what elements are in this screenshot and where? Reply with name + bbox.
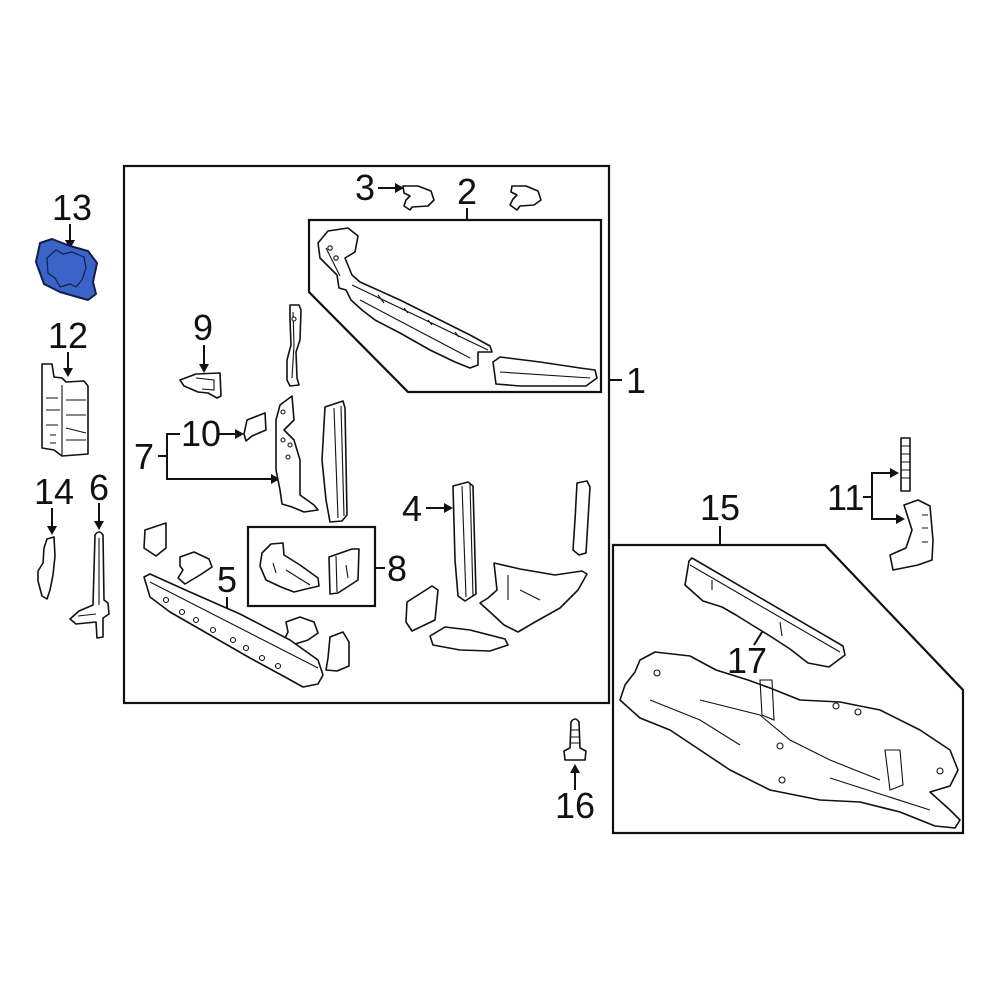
callout-8: 8	[387, 548, 407, 589]
group-box-1	[122, 164, 611, 705]
part-14[interactable]	[37, 536, 56, 600]
part-9[interactable]	[179, 372, 222, 399]
part-13-highlighted[interactable]	[35, 238, 98, 301]
callout-9: 9	[193, 307, 213, 348]
part-2[interactable]	[317, 227, 598, 387]
part-7[interactable]	[275, 395, 319, 513]
arrow-11b	[896, 514, 905, 524]
part-6[interactable]	[69, 531, 110, 639]
bracket-7	[166, 433, 272, 480]
part-15[interactable]	[619, 651, 961, 829]
part-17[interactable]	[684, 557, 846, 668]
callout-15: 15	[700, 487, 740, 528]
callout-5: 5	[217, 559, 237, 600]
part-12[interactable]	[41, 363, 89, 457]
part-10[interactable]	[243, 412, 267, 442]
callout-11: 11	[827, 477, 864, 518]
part-side-pillar[interactable]	[321, 400, 348, 523]
callout-6: 6	[89, 467, 109, 508]
callout-4: 4	[402, 488, 422, 529]
arrow-3	[395, 183, 404, 193]
arrow-7	[271, 474, 280, 484]
arrow-6	[94, 521, 104, 530]
group-box-15	[611, 543, 965, 835]
arrow-10	[235, 429, 244, 439]
callout-14: 14	[34, 471, 74, 512]
part-4[interactable]	[452, 481, 477, 602]
part-11[interactable]	[889, 437, 934, 571]
part-16-bolt[interactable]	[563, 718, 587, 761]
part-5[interactable]	[143, 573, 324, 688]
arrow-16	[570, 764, 580, 773]
callout-1: 1	[626, 360, 646, 401]
part-vertical-bracket-upper[interactable]	[286, 304, 302, 387]
part-3[interactable]	[402, 185, 542, 211]
callout-13: 13	[52, 187, 92, 228]
callout-7: 7	[134, 436, 154, 477]
part-lower-left-bracket[interactable]	[143, 522, 350, 672]
callout-16: 16	[555, 785, 595, 826]
callout-17: 17	[727, 640, 767, 681]
callout-12: 12	[48, 315, 88, 356]
group-box-2	[307, 218, 603, 394]
callout-2: 2	[457, 171, 477, 212]
arrow-12	[63, 368, 73, 377]
arrow-11a	[890, 468, 899, 478]
part-8[interactable]	[259, 542, 360, 595]
callout-3: 3	[355, 167, 375, 208]
arrow-14	[47, 526, 57, 535]
part-lower-right-brackets[interactable]	[405, 480, 591, 652]
bracket-11	[871, 472, 897, 520]
arrow-4	[444, 503, 453, 513]
group-box-8	[246, 525, 377, 608]
callout-10: 10	[181, 413, 221, 454]
arrow-9	[199, 364, 209, 373]
arrow-13	[65, 240, 75, 249]
